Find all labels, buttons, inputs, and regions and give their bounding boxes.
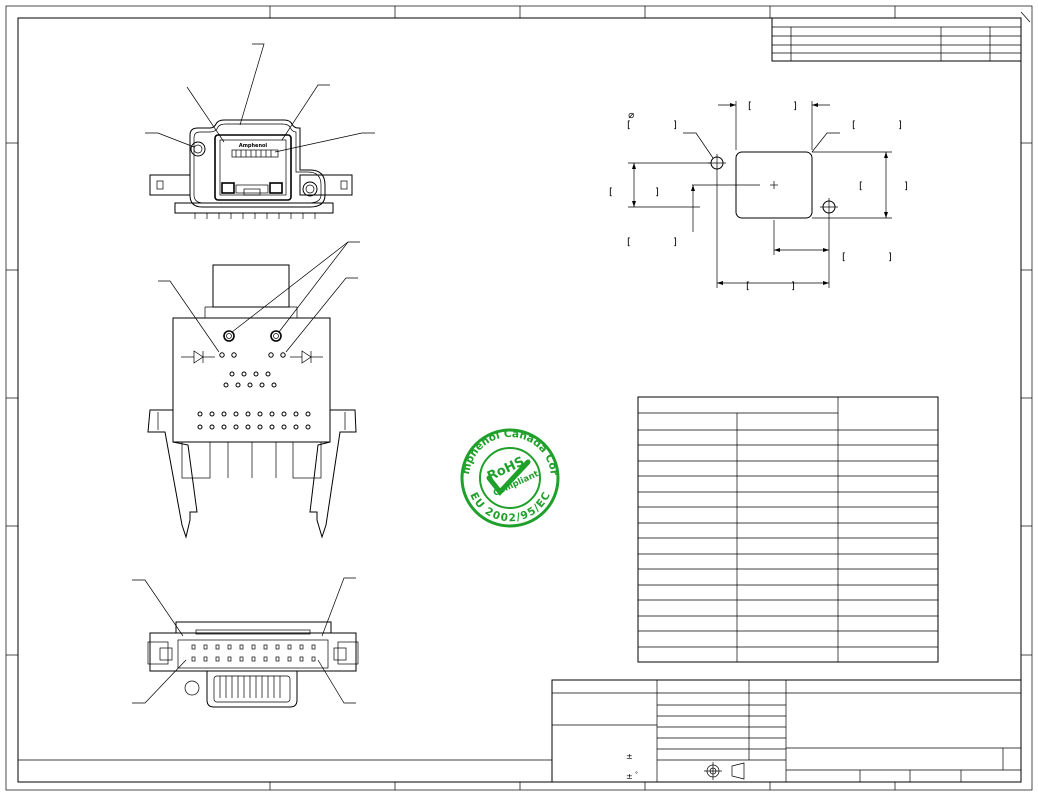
dim-bracket-close-5: ] [904,181,908,192]
third-angle-projection-icon [704,762,745,780]
pcb-footprint: ⌀ [ ] [ ] [ ] [ ] [ ] [ ] [ ] [ ] [609,101,908,292]
tolerance-plus-minus-1: ± [626,752,633,761]
tolerance-degree: ° [635,771,638,778]
dim-bracket-close-1: ] [673,120,677,131]
dim-bracket-open-2: [ [748,101,752,112]
dim-bracket-close-4: ] [655,187,659,198]
bottom-view [147,241,360,539]
dim-bracket-close-7: ] [888,252,892,263]
dim-bracket-close-3: ] [898,120,902,131]
ground-pin-array [197,411,311,430]
rear-pin-grid [191,644,316,662]
dim-bracket-open-7: [ [842,252,846,263]
signal-pin-array [223,371,277,388]
dim-bracket-open-3: [ [852,120,856,131]
logo-top-textpath: Amphenol Canada Corp [0,0,560,477]
diode-symbol-right [290,350,323,364]
sheet-border [5,5,1033,791]
part-table [637,396,939,663]
diode-symbol-left [181,350,215,364]
dim-bracket-open-5: [ [859,181,863,192]
dim-bracket-open-4: [ [609,187,613,198]
dim-bracket-open-6: [ [627,237,631,248]
front-view: Amphenol [145,43,375,219]
diameter-symbol: ⌀ [628,110,635,121]
title-block: ± ± ° [551,679,1022,783]
dim-bracket-open-8: [ [746,281,750,292]
contact-row [231,149,279,158]
dim-bracket-close-6: ] [673,237,677,248]
revision-block [771,17,1022,62]
logo-checkmark-icon [486,459,531,496]
connector-brand-label: Amphenol [239,143,268,149]
rear-view [132,577,359,708]
dim-bracket-open-1: [ [627,120,631,131]
tolerance-plus-minus-2: ± [626,772,633,781]
rohs-logo: Amphenol Canada Corp EU 2002/95/EC RoHS … [0,0,560,528]
dim-bracket-close-2: ] [793,101,797,112]
dim-bracket-close-8: ] [791,281,795,292]
logo-top-text: Amphenol Canada Corp [0,0,560,477]
